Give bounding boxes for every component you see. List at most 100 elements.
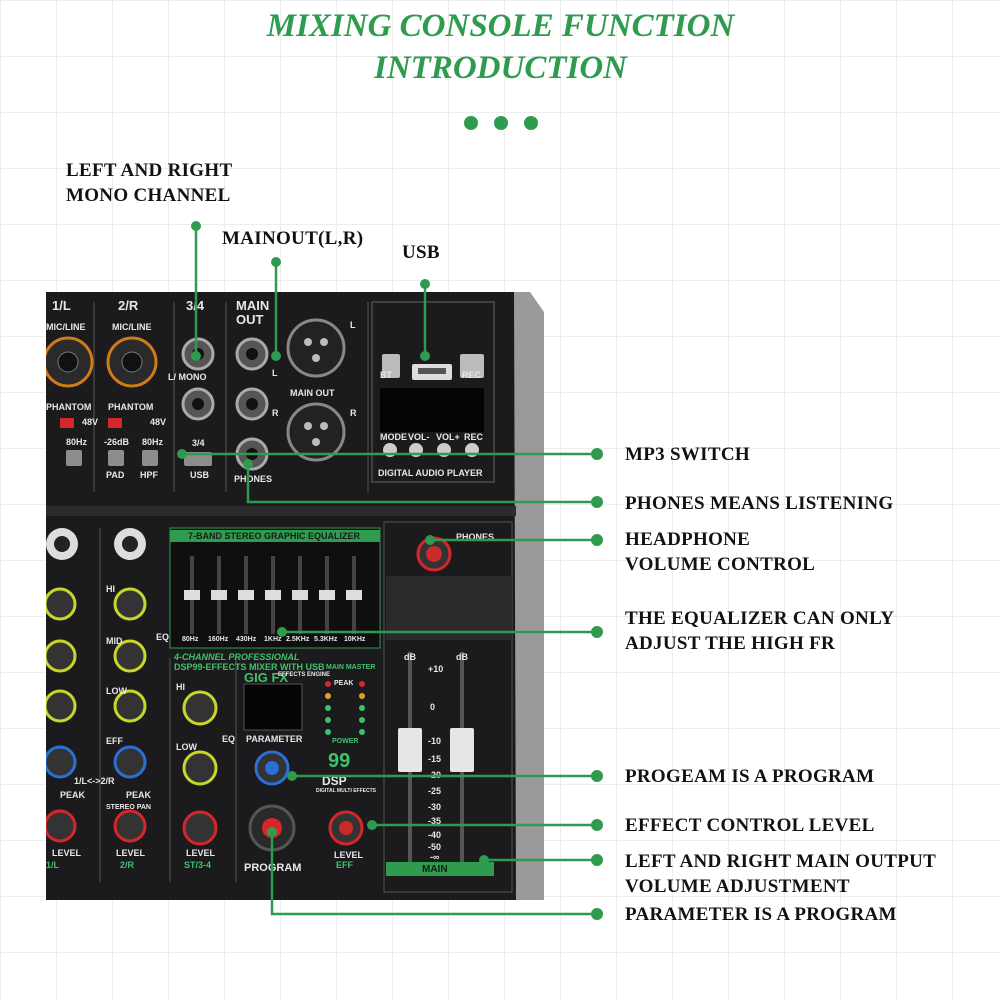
decorative-dots [464, 116, 538, 130]
fader-scale-0: 0 [430, 702, 436, 712]
main-l-label: L [350, 320, 356, 330]
mixer-panel: 1/L 2/R 3/4 MIC/LINE MIC/LINE MAIN OUT L… [42, 292, 544, 902]
fader-scale-m10: -10 [428, 736, 442, 746]
page-title-line2: INTRODUCTION [373, 50, 627, 86]
dsp-display [243, 683, 303, 731]
dsp-label: DSP [322, 774, 347, 788]
callout-main-output-line2: VOLUME ADJUSTMENT [625, 876, 850, 897]
callout-mono-channel-line1: LEFT AND RIGHT [66, 160, 233, 181]
page-title-line1: MIXING CONSOLE FUNCTION [266, 8, 735, 44]
usb-sel-usb: USB [190, 470, 210, 480]
gig-fx-label: GIG FX [244, 670, 289, 685]
panel-divider [46, 506, 516, 516]
mixer-panel-graphic [42, 292, 544, 900]
brand-line1: 4-CHANNEL PROFESSIONAL [174, 652, 300, 662]
ch1-label: 1/L [52, 298, 71, 313]
callout-headphone-line2: VOLUME CONTROL [625, 554, 816, 575]
main-out-line2: OUT [236, 312, 264, 327]
phones-jack-label: PHONES [234, 474, 273, 484]
rec-label: REC [462, 370, 482, 380]
callout-program: PROGEAM IS A PROGRAM [625, 766, 875, 787]
xlr-main-r [286, 402, 346, 462]
pad-value: -26dB [104, 437, 130, 447]
peak-meter-label: PEAK [334, 680, 354, 687]
hz80-value: 80Hz [142, 437, 164, 447]
callout-phones: PHONES MEANS LISTENING [625, 493, 894, 514]
dot [524, 116, 538, 130]
hi-label-ch: HI [106, 584, 115, 594]
v48-1: 48V [82, 417, 99, 427]
eq-freq-5k3: 5.3KHz [314, 636, 338, 643]
eq-freq-160: 160Hz [208, 636, 229, 643]
low-label-ch: LOW [106, 686, 127, 696]
db-l: dB [404, 652, 416, 662]
callout-main-output-line1: LEFT AND RIGHT MAIN OUTPUT [625, 851, 937, 872]
main-fader-label: MAIN [422, 864, 448, 875]
eq-title: 7-BAND STEREO GRAPHIC EQUALIZER [188, 531, 361, 541]
eq-sliders [184, 556, 362, 634]
dot [494, 116, 508, 130]
main-fader-l [398, 728, 422, 772]
eq-freq-2k5: 2.5KHz [286, 636, 310, 643]
phantom-1: PHANTOM [46, 402, 92, 412]
dsp-99: 99 [328, 750, 351, 772]
level-ch2: LEVEL [116, 848, 146, 858]
jack-r-label: R [272, 408, 279, 418]
player-btn-vol-down[interactable]: VOL- [408, 432, 430, 442]
db-r: dB [456, 652, 468, 662]
dot [464, 116, 478, 130]
digital-player-label: DIGITAL AUDIO PLAYER [378, 468, 483, 478]
fader-scale-m40: -40 [428, 830, 442, 840]
mid-label-ch: MID [106, 636, 123, 646]
callout-equalizer-line1: THE EQUALIZER CAN ONLY [625, 608, 895, 629]
phantom-2: PHANTOM [108, 402, 154, 412]
eq-freq-1k: 1KHz [264, 636, 282, 643]
player-btn-rec[interactable]: REC [464, 432, 484, 442]
fader-scale-m35: -35 [428, 816, 442, 826]
eq-freq-430: 430Hz [236, 636, 257, 643]
eq-tag-1: EQ [156, 632, 170, 642]
player-btn-vol-up[interactable]: VOL+ [436, 432, 460, 442]
callout-mp3-switch: MP3 SWITCH [625, 444, 750, 465]
main-r-label: R [350, 408, 357, 418]
hpf-label: HPF [140, 470, 158, 480]
bt-label: BT [380, 370, 392, 380]
low-label-st: LOW [176, 742, 197, 752]
callout-usb: USB [402, 242, 440, 263]
fader-scale-m25: -25 [428, 786, 442, 796]
callout-effect-level: EFFECT CONTROL LEVEL [625, 815, 875, 836]
panel-side [514, 292, 544, 900]
usb-select-switch [184, 452, 212, 466]
main-out-small: MAIN OUT [290, 388, 335, 398]
strip-label-st34: ST/3-4 [184, 860, 212, 870]
level-eff: LEVEL [334, 850, 364, 860]
strip-label-ch2: 2/R [120, 860, 135, 870]
main-master-label: MAIN MASTER [326, 664, 376, 671]
usb-sel-34: 3/4 [192, 438, 205, 448]
stereo-pan-label: STEREO PAN [106, 804, 151, 811]
callout-headphone-line1: HEADPHONE [625, 529, 751, 550]
phones-knob-label: PHONES [456, 532, 495, 542]
eq-freq-10k: 10KHz [344, 636, 366, 643]
eff-label-ch: EFF [106, 736, 123, 746]
player-btn-mode[interactable]: MODE [380, 432, 407, 442]
power-label: POWER [332, 738, 359, 745]
main-out-line1: MAIN [236, 298, 270, 313]
callout-mainout: MAINOUT(L,R) [222, 228, 364, 249]
effects-engine-label: EFFECTS ENGINE [278, 672, 331, 678]
pad-label: PAD [106, 470, 125, 480]
peak-ch2: PEAK [126, 790, 152, 800]
lr-mix-label: 1/L<->2/R [74, 776, 115, 786]
level-ch1: LEVEL [52, 848, 82, 858]
dsp-sub: DIGITAL MULTI EFFECTS [316, 788, 376, 794]
mic-line-2: MIC/LINE [112, 322, 152, 332]
strip-label-ch1: 1/L [46, 860, 60, 870]
xlr-main-l [286, 318, 346, 378]
fader-scale-m15: -15 [428, 754, 442, 764]
eq-freq-80: 80Hz [182, 636, 199, 643]
peak-ch1: PEAK [60, 790, 86, 800]
mono-label: L/ MONO [168, 372, 207, 382]
v48-2: 48V [150, 417, 167, 427]
fader-scale-p10: +10 [428, 664, 444, 674]
